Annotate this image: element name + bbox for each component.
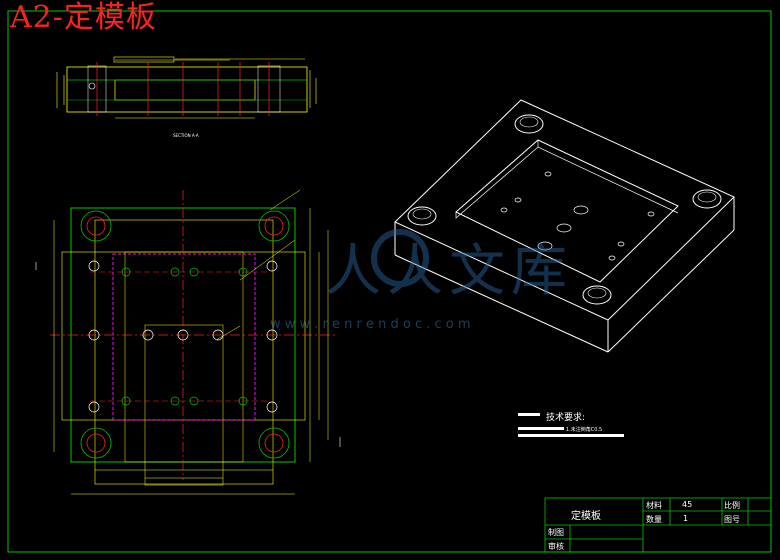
qty-value: 1 <box>683 514 689 523</box>
material-label: 材料 <box>646 501 662 510</box>
tech-note-1: 1.未注倒角C0.5 <box>566 427 603 433</box>
tech-bar-2 <box>518 427 564 430</box>
plan-view <box>35 189 341 495</box>
tech-bar-1 <box>518 413 540 416</box>
section-view: SECTION A-A <box>56 56 317 138</box>
material-value: 45 <box>682 500 693 509</box>
tech-requirements-title: 技术要求: <box>546 413 586 423</box>
drawing-heading: A2-定模板 <box>10 0 157 35</box>
isometric-view <box>394 99 735 353</box>
qty-label: 数量 <box>646 515 662 524</box>
part-name: 定模板 <box>571 511 601 522</box>
watermark-cn: 人人文库 <box>325 239 573 304</box>
title-block <box>544 497 772 553</box>
drawing-no-label: 图号 <box>724 515 740 524</box>
watermark-url: w w w . r e n r e n d o c . c o m <box>270 317 471 332</box>
section-label: SECTION A-A <box>173 133 199 138</box>
tech-bar-3 <box>518 434 624 437</box>
drawing-frame <box>7 10 772 553</box>
drawn-label: 制图 <box>548 528 564 537</box>
watermark: 人人文库 w w w . r e n r e n d o c . c o m <box>270 229 573 332</box>
scale-label: 比例 <box>724 501 740 510</box>
checked-label: 审核 <box>548 542 564 551</box>
